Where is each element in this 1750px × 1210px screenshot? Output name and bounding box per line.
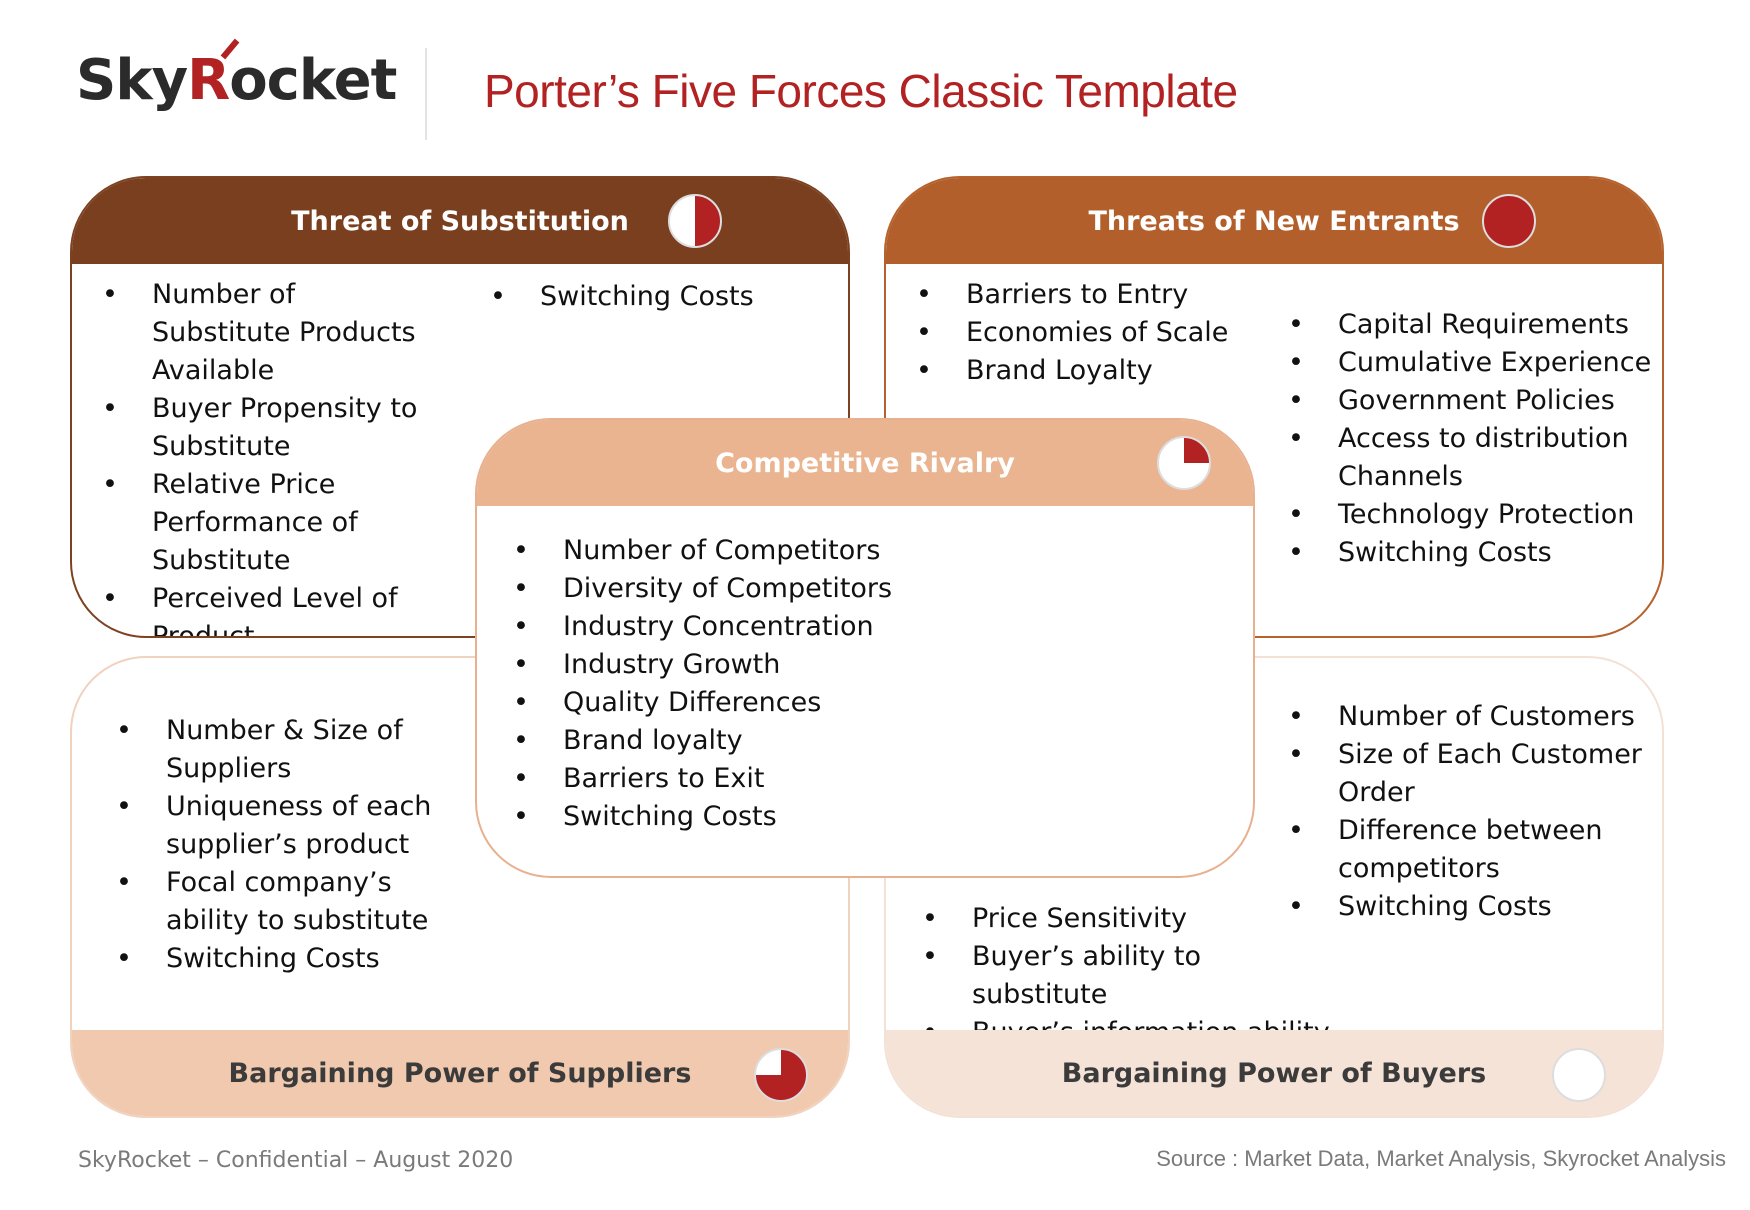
bargaining-power-of-buyers-footer: Bargaining Power of Buyers — [886, 1030, 1662, 1116]
footer-confidential: SkyRocket – Confidential – August 2020 — [78, 1148, 514, 1173]
buyers-item: Price Sensitivity — [922, 900, 1342, 938]
buyers-item: Buyer’s ability to substitute — [922, 938, 1342, 1014]
new-entrants-item: Brand Loyalty — [916, 352, 1246, 390]
threats-of-new-entrants-header: Threats of New Entrants — [886, 178, 1662, 264]
bargaining-power-of-suppliers-title: Bargaining Power of Suppliers — [228, 1057, 692, 1089]
bargaining-power-of-buyers-list-2: Number of CustomersSize of Each Customer… — [1288, 698, 1658, 926]
buyers-item: Difference between competitors — [1288, 812, 1658, 888]
suppliers-item: Number & Size of Suppliers — [116, 712, 446, 788]
threat-of-substitution-level-icon — [668, 194, 722, 248]
bargaining-power-of-buyers-title: Bargaining Power of Buyers — [1061, 1057, 1487, 1089]
substitution-item: Buyer Propensity to Substitute — [102, 390, 432, 466]
rivalry-item: Number of Competitors — [513, 532, 933, 570]
new-entrants-item: Technology Protection — [1288, 496, 1658, 534]
new-entrants-item: Barriers to Entry — [916, 276, 1246, 314]
threats-of-new-entrants-level-icon — [1482, 194, 1536, 248]
bargaining-power-of-buyers-box: Number of CustomersSize of Each Customer… — [884, 656, 1664, 1118]
threats-of-new-entrants-list-1: Barriers to EntryEconomies of ScaleBrand… — [916, 276, 1246, 390]
bargaining-power-of-suppliers-level-icon — [754, 1048, 808, 1102]
competitive-rivalry-list: Number of CompetitorsDiversity of Compet… — [513, 532, 933, 836]
suppliers-item: Switching Costs — [116, 940, 446, 978]
threat-of-substitution-box: Threat of Substitution Number of Substit… — [70, 176, 850, 638]
rivalry-item: Industry Concentration — [513, 608, 933, 646]
threat-of-substitution-list-2: Switching Costs — [490, 278, 790, 316]
footer-source: Source : Market Data, Market Analysis, S… — [1156, 1146, 1726, 1171]
page-title: Porter’s Five Forces Classic Template — [484, 65, 1238, 117]
threats-of-new-entrants-title: Threats of New Entrants — [1088, 205, 1460, 237]
competitive-rivalry-header: Competitive Rivalry — [477, 420, 1253, 506]
rivalry-item: Diversity of Competitors — [513, 570, 933, 608]
rivalry-item: Industry Growth — [513, 646, 933, 684]
new-entrants-item: Access to distribution Channels — [1288, 420, 1658, 496]
rivalry-item: Quality Differences — [513, 684, 933, 722]
threat-of-substitution-title: Threat of Substitution — [291, 205, 629, 237]
new-entrants-item: Cumulative Experience — [1288, 344, 1658, 382]
rivalry-item: Brand loyalty — [513, 722, 933, 760]
rivalry-item: Barriers to Exit — [513, 760, 933, 798]
competitive-rivalry-title: Competitive Rivalry — [715, 447, 1015, 479]
competitive-rivalry-box: Competitive Rivalry Number of Competitor… — [475, 418, 1255, 878]
substitution-item: Relative Price Performance of Substitute — [102, 466, 432, 580]
suppliers-item: Uniqueness of each supplier’s product — [116, 788, 446, 864]
buyers-item: Number of Customers — [1288, 698, 1658, 736]
new-entrants-item: Economies of Scale — [916, 314, 1246, 352]
header-divider — [425, 48, 427, 140]
skyrocket-logo: SkyRocket — [76, 48, 397, 113]
bargaining-power-of-suppliers-footer: Bargaining Power of Suppliers — [72, 1030, 848, 1116]
bargaining-power-of-buyers-level-icon — [1552, 1048, 1606, 1102]
new-entrants-item: Capital Requirements — [1288, 306, 1658, 344]
substitution-item: Number of Substitute Products Available — [102, 276, 432, 390]
new-entrants-item: Government Policies — [1288, 382, 1658, 420]
threats-of-new-entrants-list-2: Capital RequirementsCumulative Experienc… — [1288, 306, 1658, 572]
rivalry-item: Switching Costs — [513, 798, 933, 836]
new-entrants-item: Switching Costs — [1288, 534, 1658, 572]
competitive-rivalry-level-icon — [1157, 436, 1211, 490]
threat-of-substitution-header: Threat of Substitution — [72, 178, 848, 264]
bargaining-power-of-suppliers-box: Number & Size of SuppliersUniqueness of … — [70, 656, 850, 1118]
substitution-item: Switching Costs — [490, 278, 790, 316]
buyers-item: Switching Costs — [1288, 888, 1658, 926]
suppliers-item: Focal company’s ability to substitute — [116, 864, 446, 940]
bargaining-power-of-suppliers-list: Number & Size of SuppliersUniqueness of … — [116, 712, 446, 978]
substitution-item: Perceived Level of Product Differentiati… — [102, 580, 432, 636]
buyers-item: Size of Each Customer Order — [1288, 736, 1658, 812]
threat-of-substitution-list-1: Number of Substitute Products AvailableB… — [102, 276, 432, 636]
